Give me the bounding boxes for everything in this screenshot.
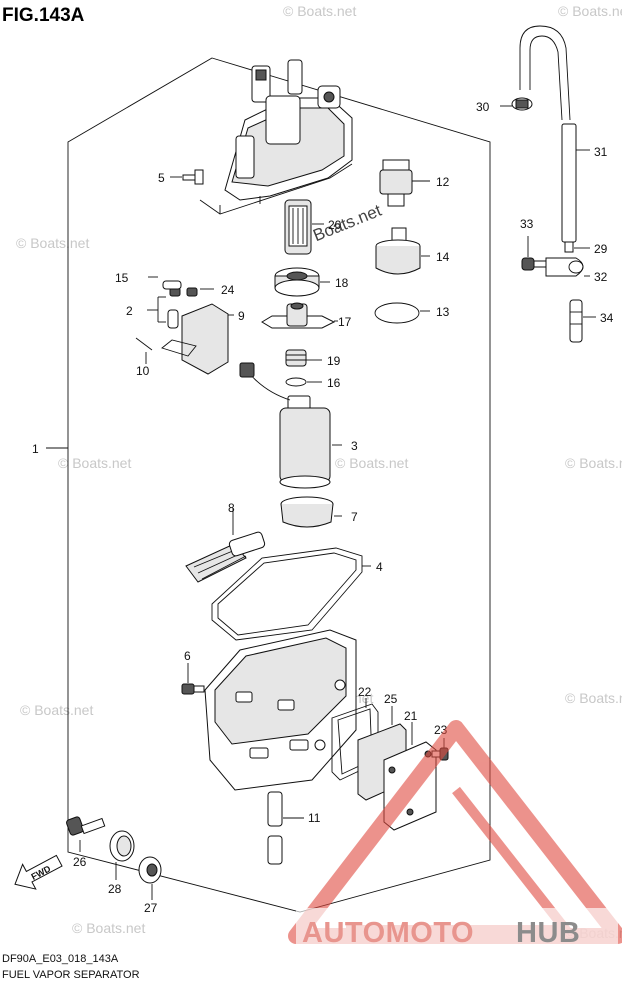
callout-26: 26 (73, 855, 87, 869)
callout-20: 20 (328, 218, 342, 232)
pump-cushion-7 (280, 496, 342, 528)
section-name: FUEL VAPOR SEPARATOR (2, 969, 140, 981)
callout-11: 11 (308, 811, 321, 825)
callout-16: 16 (327, 376, 341, 390)
callout-6: 6 (184, 649, 191, 663)
watermark-text: © Boats.net (58, 455, 131, 471)
callout-5: 5 (158, 171, 165, 185)
brand-name-part-a: AUTOMOTO (302, 917, 474, 949)
callout-labels: 1 2 3 4 5 6 7 8 9 10 11 12 13 14 15 16 1… (32, 100, 614, 915)
ring-16 (285, 377, 307, 387)
watermark-text: © Boats.net (565, 690, 622, 706)
vent-hose-group (500, 25, 596, 343)
grommet-28 (109, 830, 135, 880)
callout-17: 17 (338, 315, 352, 329)
callout-10: 10 (136, 364, 150, 378)
callout-31: 31 (594, 145, 608, 159)
callout-7: 7 (351, 510, 358, 524)
callout-8: 8 (228, 501, 235, 515)
callout-21: 21 (404, 709, 418, 723)
callout-34: 34 (600, 311, 614, 325)
callout-13: 13 (436, 305, 450, 319)
watermark-text: © Boats.net (283, 3, 356, 19)
callout-1: 1 (32, 442, 39, 456)
watermark-text: © Boats.net (558, 3, 622, 19)
callout-27: 27 (144, 901, 158, 915)
pump-holder-17 (261, 302, 338, 329)
figure-title: FIG.143A (2, 5, 85, 26)
callout-32: 32 (594, 270, 608, 284)
hose-11 (267, 791, 304, 865)
callout-14: 14 (436, 250, 450, 264)
callout-19: 19 (327, 354, 341, 368)
brand-name-part-b: HUB (516, 917, 580, 949)
automotohub-logo (288, 720, 622, 944)
drain-bolt-6 (181, 663, 205, 695)
fwd-arrow: FWD (14, 854, 63, 890)
pressure-housing-14 (375, 227, 430, 275)
top-cover-assembly (199, 59, 353, 215)
callout-30: 30 (476, 100, 490, 114)
collar-19 (285, 349, 322, 367)
callout-25: 25 (384, 692, 398, 706)
bolt-26 (66, 816, 106, 852)
pressure-regulator-12 (379, 159, 430, 207)
callout-24: 24 (221, 283, 235, 297)
collar-27 (138, 856, 162, 900)
fuel-pump-3 (239, 362, 342, 489)
fuel-filter-8 (185, 508, 266, 583)
watermark-text: © Boats.net (335, 455, 408, 471)
callout-28: 28 (108, 882, 122, 896)
model-code: DF90A_E03_018_143A (2, 953, 119, 965)
o-ring-13 (374, 302, 420, 324)
callout-12: 12 (436, 175, 450, 189)
callout-15: 15 (115, 271, 129, 285)
callout-9: 9 (238, 309, 245, 323)
gasket-4 (211, 547, 371, 641)
filter-screen-20 (284, 199, 324, 255)
callout-2: 2 (126, 304, 133, 318)
callout-33: 33 (520, 217, 534, 231)
watermark-text: © Boats.net (20, 702, 93, 718)
callout-3: 3 (351, 439, 358, 453)
watermark-text: © Boats.net (16, 235, 89, 251)
watermark-text: © Boats.net (565, 455, 622, 471)
callout-4: 4 (376, 560, 383, 574)
callout-22: 22 (358, 685, 372, 699)
sensor-group (135, 276, 234, 375)
float-chamber-body (204, 629, 357, 791)
callout-18: 18 (335, 276, 349, 290)
watermark-text: © Boats.net (72, 920, 145, 936)
grommet-18 (274, 267, 330, 297)
callout-29: 29 (594, 242, 608, 256)
screw-5 (170, 169, 204, 185)
